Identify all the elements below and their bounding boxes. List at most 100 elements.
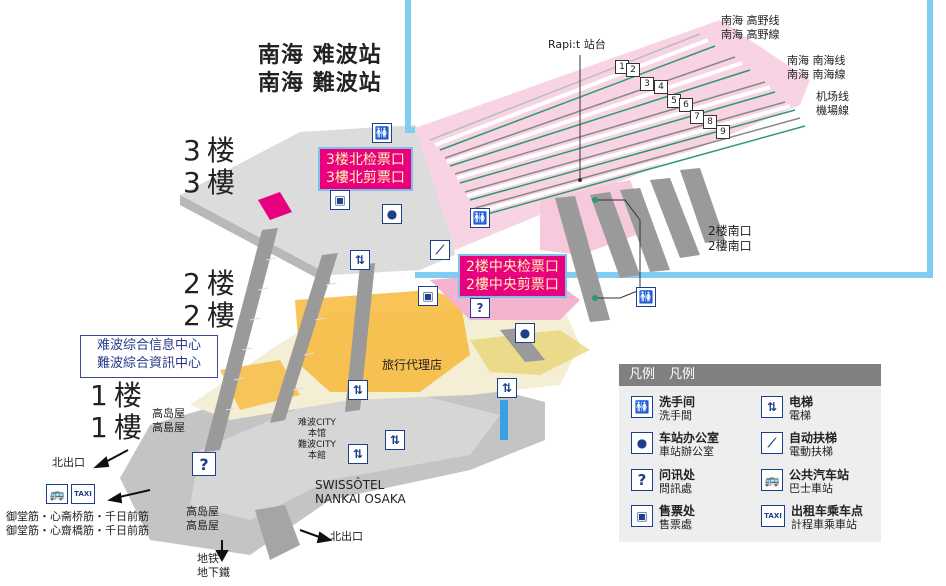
floor-1-inner <box>190 395 500 520</box>
information-icon: ? <box>192 452 216 476</box>
elevator-icon: ⇅ <box>385 430 405 450</box>
station-title: 南海 难波站 南海 難波站 <box>258 42 382 98</box>
information-icon: ? <box>470 298 490 318</box>
south-exit-2f-label: 2楼南口 2樓南口 <box>708 224 752 254</box>
platform-highlight-frame <box>405 0 415 133</box>
legend-information-simplified: 问讯处 <box>659 468 696 482</box>
legend-station-office-simplified: 车站办公室 <box>659 431 720 445</box>
legend-taxi-simplified: 出租车乘车点 <box>791 504 864 518</box>
nankai-line-simplified: 南海 南海线 <box>787 54 846 67</box>
platform-tracks <box>429 33 806 217</box>
destinations-traditional: 御堂筋・心齋橋筋・千日前筋 <box>6 524 149 537</box>
floor-3-label-simplified: 3楼 <box>183 134 241 167</box>
takashimaya-label: 高岛屋 高島屋 <box>152 407 185 435</box>
legend-item-elevator: ⇅ 电梯電梯 <box>761 396 813 422</box>
floor-3-shade <box>180 195 330 285</box>
restroom-icon: 🚻 <box>636 287 656 307</box>
legend-taxi-traditional: 計程車乘車站 <box>791 518 857 531</box>
elevator-icon: ⇅ <box>348 380 368 400</box>
legend-escalator-simplified: 自动扶梯 <box>789 431 838 445</box>
station-title-traditional: 南海 難波站 <box>258 71 382 96</box>
central-gate-2f-traditional: 2樓中央剪票口 <box>466 277 559 293</box>
legend-elevator-traditional: 電梯 <box>789 409 811 422</box>
escalator-blue <box>500 400 508 440</box>
airport-line-label: 机场线 機場線 <box>816 90 849 118</box>
namba-city-main-simplified: 本馆 <box>307 429 326 439</box>
leader-lines <box>579 55 641 299</box>
nankai-line-label: 南海 南海线 南海 南海線 <box>787 54 846 82</box>
takashimaya-2-label: 高岛屋 高島屋 <box>186 505 219 533</box>
koya-line-label: 南海 高野线 南海 高野線 <box>721 14 780 42</box>
koya-line-simplified: 南海 高野线 <box>721 14 780 27</box>
stairs <box>204 168 725 452</box>
station-office-icon: ● <box>382 204 402 224</box>
legend-ticket-office-simplified: 售票处 <box>659 504 696 518</box>
legend-title-traditional: 凡例 <box>669 367 696 382</box>
nankai-line-traditional: 南海 南海線 <box>787 68 846 81</box>
destinations-simplified: 御堂筋・心斋桥筋・千日前筋 <box>6 510 149 523</box>
ticket-office-icon: ▣ <box>631 505 653 527</box>
koya-line-traditional: 南海 高野線 <box>721 28 780 41</box>
namba-city-simplified: 难波CITY <box>298 418 336 428</box>
track-2: 2 <box>626 63 640 77</box>
legend-station-office-traditional: 車站辦公室 <box>659 445 714 458</box>
track-7: 7 <box>690 110 704 124</box>
legend-header: 凡例凡例 <box>619 364 881 386</box>
ticket-office-icon: ▣ <box>330 190 350 210</box>
taxi-icon: TAXI <box>761 505 785 527</box>
legend-item-station-office: ● 车站办公室車站辦公室 <box>631 432 719 458</box>
legend-item-bus: 🚌 公共汽车站巴士車站 <box>761 469 849 495</box>
station-office-icon: ● <box>515 323 535 343</box>
exit-arrows <box>93 449 333 563</box>
swissotel-line2: NANKAI OSAKA <box>315 492 406 506</box>
info-center-simplified: 难波综合信息中心 <box>96 338 201 353</box>
floor-1-label: 1楼 1樓 <box>90 380 148 444</box>
track-8: 8 <box>703 115 717 129</box>
floor-2-label-simplified: 2楼 <box>183 267 241 300</box>
takashimaya-simplified: 高岛屋 <box>152 407 185 420</box>
floor-2-label: 2楼 2樓 <box>183 268 241 332</box>
legend-restroom-simplified: 洗手间 <box>659 395 696 409</box>
north-exit-left-label: 北出口 <box>52 456 85 469</box>
legend-item-restroom: 🚻 洗手间洗手間 <box>631 396 695 422</box>
track-3: 3 <box>640 77 654 91</box>
south-exit-2f-traditional: 2樓南口 <box>708 239 752 253</box>
platform-edges <box>434 38 804 214</box>
elevator-icon: ⇅ <box>761 396 783 418</box>
legend-information-traditional: 問訊處 <box>659 482 692 495</box>
elevator-icon: ⇅ <box>348 444 368 464</box>
takashimaya-2-traditional: 高島屋 <box>186 519 219 532</box>
rapit-platform-label: Rapi:t 站台 <box>548 38 606 51</box>
destinations-label: 御堂筋・心斋桥筋・千日前筋 御堂筋・心齋橋筋・千日前筋 <box>6 510 149 538</box>
track-4: 4 <box>654 80 668 94</box>
south-exit-2f-simplified: 2楼南口 <box>708 224 752 238</box>
subway-label: 地铁 地下鐵 <box>197 552 230 580</box>
station-office-icon: ● <box>631 432 653 454</box>
track-6: 6 <box>679 98 693 112</box>
legend-bus-simplified: 公共汽车站 <box>789 468 850 482</box>
legend-bus-traditional: 巴士車站 <box>789 482 833 495</box>
legend-restroom-traditional: 洗手間 <box>659 409 692 422</box>
station-title-simplified: 南海 难波站 <box>258 43 382 68</box>
legend-elevator-simplified: 电梯 <box>789 395 814 409</box>
escalator-icon: ⟋ <box>761 432 783 454</box>
info-center-traditional: 難波綜合資訊中心 <box>96 356 201 371</box>
floor-2-shops <box>295 290 470 392</box>
information-icon: ? <box>631 469 653 491</box>
floor-3-label: 3楼 3樓 <box>183 135 241 199</box>
legend-item-ticket-office: ▣ 售票处售票處 <box>631 505 695 531</box>
namba-city-main-traditional: 本館 <box>307 451 326 461</box>
airport-line-simplified: 机场线 <box>816 90 849 103</box>
airport-line-traditional: 機場線 <box>816 104 849 117</box>
north-gate-3f-traditional: 3樓北剪票口 <box>326 170 405 186</box>
stair-rungs <box>225 257 337 411</box>
ticket-office-icon: ▣ <box>418 286 438 306</box>
namba-city-traditional: 難波CITY <box>298 440 336 450</box>
north-gate-3f-simplified: 3楼北检票口 <box>326 152 405 168</box>
taxi-icon: TAXI <box>71 484 95 504</box>
swissotel-label: SWISSÔTEL NANKAI OSAKA <box>315 478 406 506</box>
legend-item-escalator: ⟋ 自动扶梯電動扶梯 <box>761 432 837 458</box>
travel-agency-label: 旅行代理店 <box>382 358 443 372</box>
floor-3-label-traditional: 3樓 <box>183 166 241 199</box>
